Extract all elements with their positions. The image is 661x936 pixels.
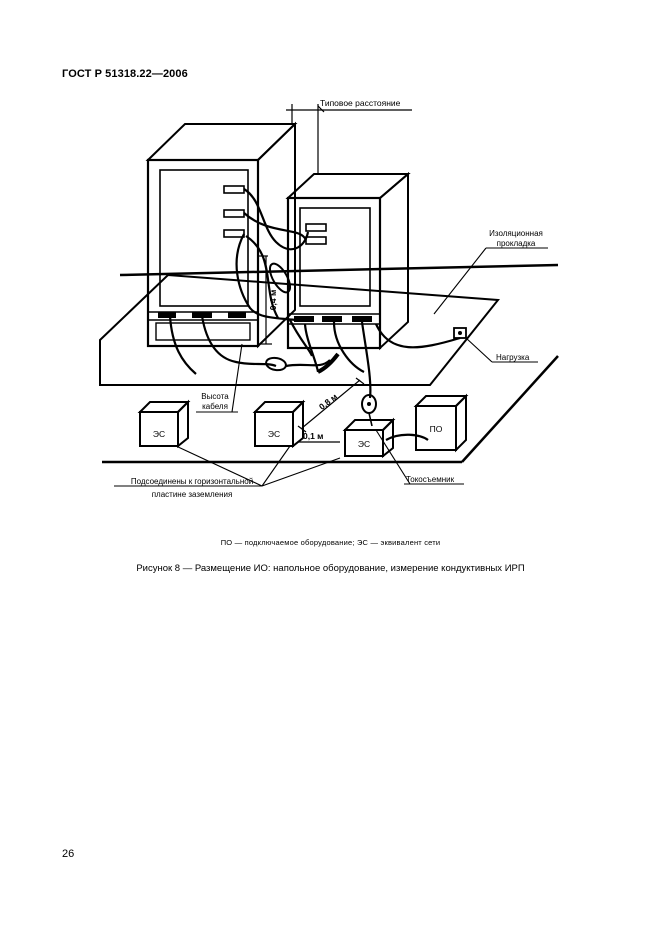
es-box-1	[137, 399, 191, 449]
figure-caption: Рисунок 8 — Размещение ИО: напольное обо…	[136, 563, 525, 574]
current-probe	[361, 394, 377, 427]
dim-01m-label: 0,1 м	[303, 431, 323, 441]
leader-lines	[114, 247, 548, 487]
typical-distance-dimension	[286, 104, 412, 174]
bonded-label-1: Подсоединены к горизонтальной	[131, 477, 253, 486]
left-cabinet	[145, 121, 298, 349]
load-box	[453, 327, 467, 339]
dim-08m-label: 0,8 м	[317, 391, 339, 411]
po-box	[413, 393, 469, 453]
insulating-pad	[99, 273, 500, 386]
es-box-3	[342, 417, 396, 459]
es-label-3: ЭС	[358, 439, 370, 449]
es-box-2	[252, 399, 306, 449]
equipment-setup-figure: Типовое расстояние 0,4 м	[99, 98, 559, 499]
es-label-1: ЭС	[153, 429, 165, 439]
load-label: Нагрузка	[496, 353, 530, 362]
page-number: 26	[62, 848, 75, 860]
typical-distance-label: Типовое расстояние	[320, 98, 401, 108]
right-cabinet	[285, 171, 411, 351]
insulating-pad-label-2: прокладка	[497, 239, 536, 248]
ground-plane	[102, 263, 559, 464]
dim-04m-label: 0,4 м	[268, 290, 278, 310]
insulating-pad-label-1: Изоляционная	[489, 229, 543, 238]
document-header: ГОСТ Р 51318.22—2006	[62, 68, 188, 80]
bonded-label-2: пластине заземления	[152, 490, 233, 499]
es-label-2: ЭС	[268, 429, 280, 439]
dim-04m	[258, 255, 272, 345]
current-probe-label: Токосъемник	[406, 475, 455, 484]
cable-height-label-2: кабеля	[202, 402, 228, 411]
po-label: ПО	[430, 424, 443, 434]
figure-legend: ПО — подключаемое оборудование; ЭС — экв…	[220, 538, 441, 547]
cables	[168, 188, 461, 441]
cable-height-label-1: Высота	[201, 392, 229, 401]
